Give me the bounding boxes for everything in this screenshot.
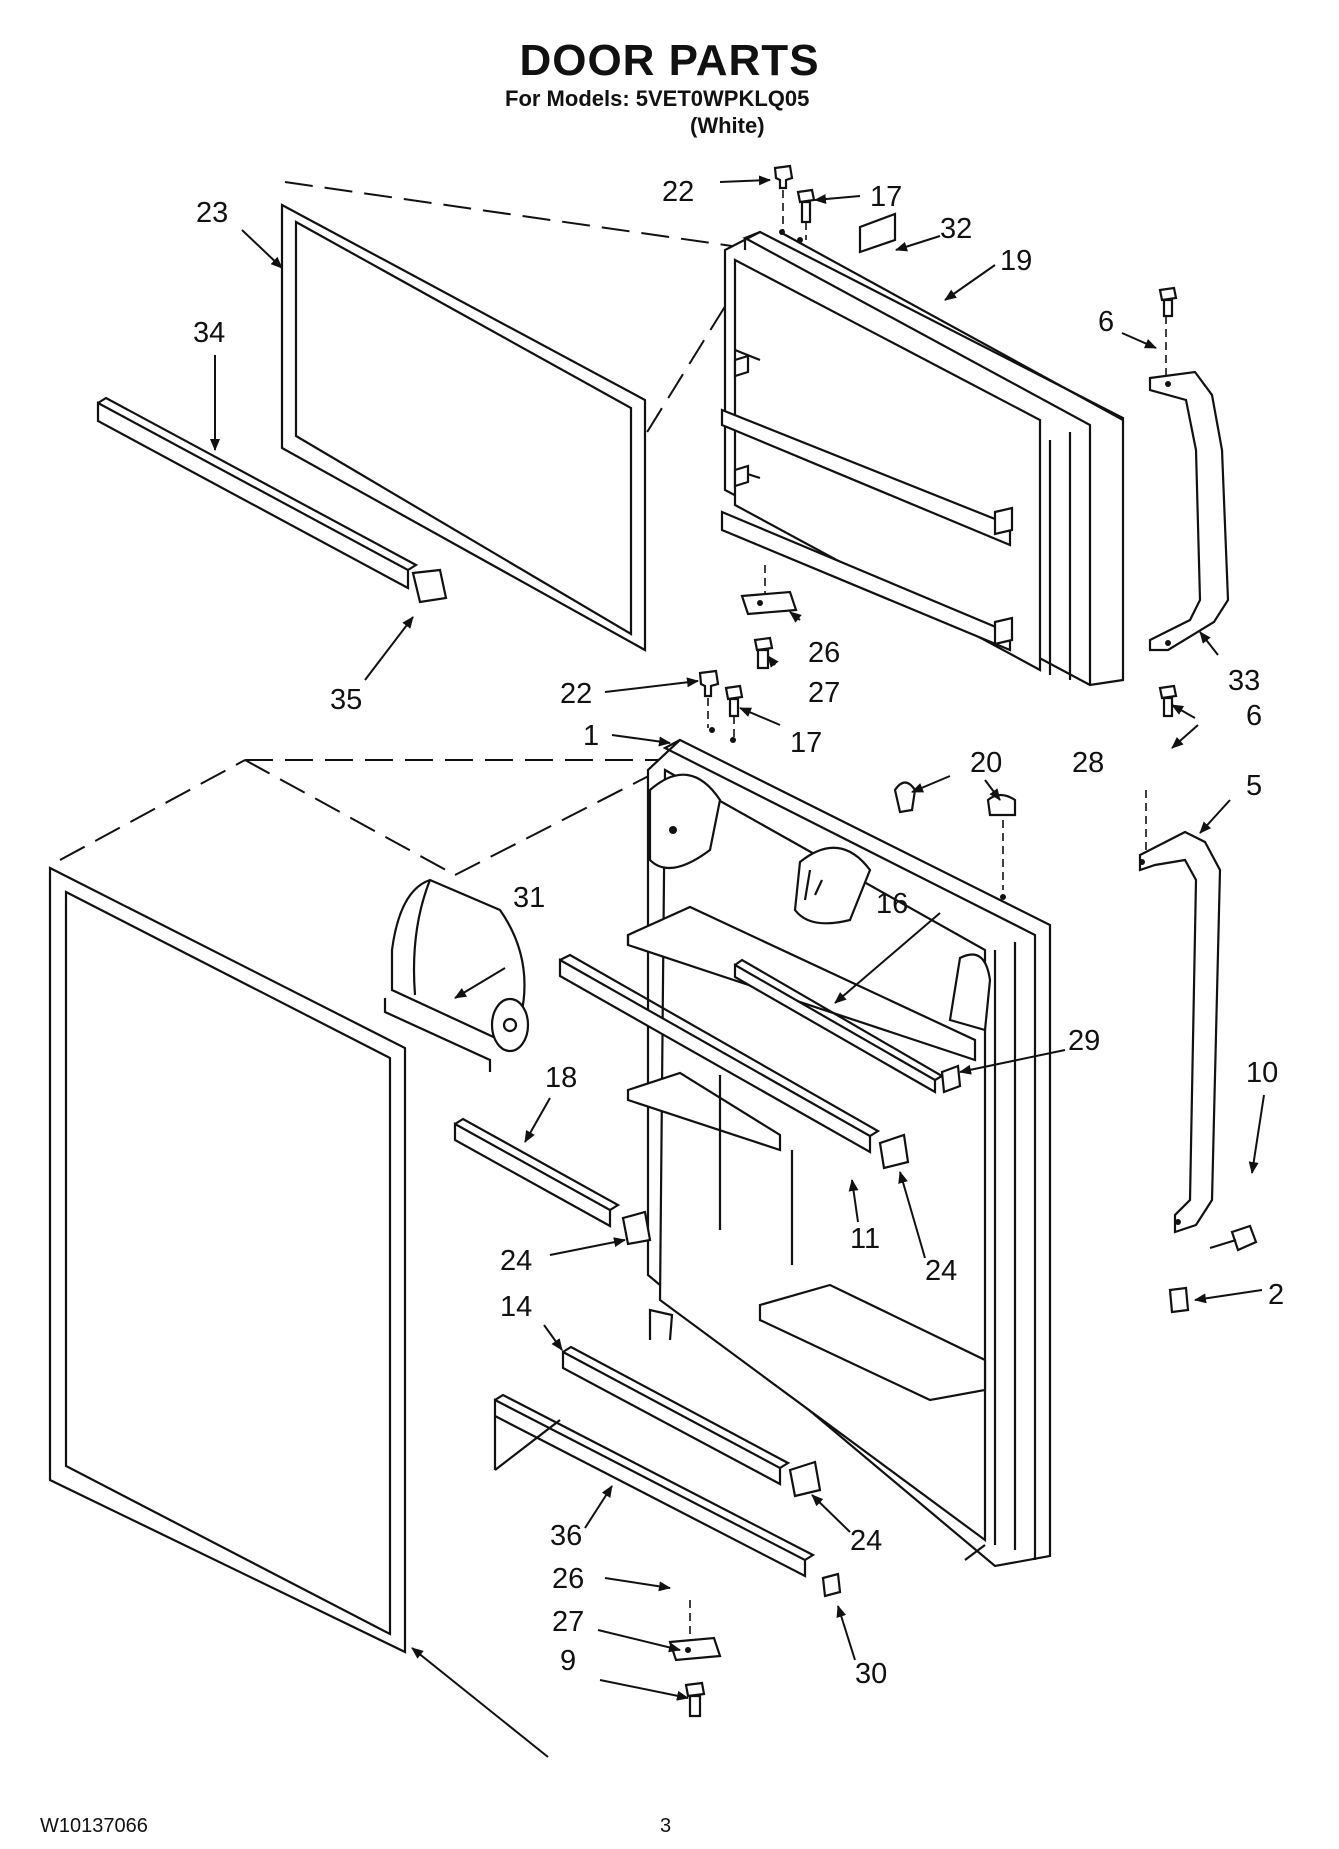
dairy-compartment [383,878,530,1072]
callout-26: 26 [552,1563,584,1595]
callout-24: 24 [850,1525,882,1557]
freezer-retainer-bar [96,396,448,604]
callout-16: 16 [876,888,908,920]
callout-32: 32 [940,213,972,245]
callout-31: 31 [513,882,545,914]
freezer-top-hardware [773,164,816,240]
freezer-door-gasket [280,203,647,652]
fresh-food-door-gasket [48,866,407,1654]
callout-27: 27 [552,1606,584,1638]
callout-11: 11 [850,1223,880,1255]
callout-28: 28 [1072,747,1104,779]
callout-33: 33 [1228,665,1260,697]
callout-10: 10 [1246,1057,1278,1089]
models-line: For Models: 5VET0WPKLQ05 [505,86,810,111]
door-shelf-retainer-14 [561,1345,791,1486]
callout-labels: 22 17 32 19 23 34 35 6 33 6 6 5 10 2 29 … [193,176,1284,1690]
callout-6: 6 [1098,306,1114,338]
leader-arrows [210,175,1265,1758]
color-variant: (White) [690,113,765,138]
callout-24: 24 [925,1255,957,1287]
callout-22: 22 [662,176,694,208]
freezer-lower-hinge [740,565,798,670]
end-caps [621,1064,962,1598]
freezer-door [720,229,1125,687]
door-shelf-retainer-11 [558,953,881,1154]
callout-5: 5 [1246,770,1262,802]
document-number: W10137066 [40,1815,148,1837]
callout-34: 34 [193,317,225,349]
callout-19: 19 [1000,245,1032,277]
callout-17: 17 [870,181,902,213]
fresh-food-lower-hinge [668,1600,722,1718]
page-number: 3 [660,1815,672,1837]
callout-29: 29 [1068,1025,1100,1057]
callout-27: 27 [808,677,840,709]
fresh-food-handle [1138,790,1258,1314]
fresh-food-top-hardware [698,669,1017,890]
page-title: DOOR PARTS [519,36,820,85]
callout-1: 1 [583,720,599,752]
model-label-plate [858,212,897,254]
callout-9: 9 [560,1645,576,1677]
callout-22: 22 [560,678,592,710]
callout-2: 2 [1268,1279,1284,1311]
callout-26: 26 [808,637,840,669]
callout-17: 17 [790,727,822,759]
door-shelf-retainer-16 [733,958,945,1094]
door-shelf-retainer-18 [453,1117,621,1228]
freezer-handle [1148,286,1230,718]
callout-35: 35 [330,684,362,716]
callout-36: 36 [550,1520,582,1552]
callout-30: 30 [855,1658,887,1690]
callout-24: 24 [500,1245,532,1277]
callout-18: 18 [545,1062,577,1094]
fresh-food-door [626,727,1052,1568]
callout-14: 14 [500,1291,532,1323]
callout-23: 23 [196,197,228,229]
callout-20: 20 [970,747,1002,779]
door-shelf-retainer-36 [493,1393,816,1578]
callout-6: 6 [1246,700,1262,732]
